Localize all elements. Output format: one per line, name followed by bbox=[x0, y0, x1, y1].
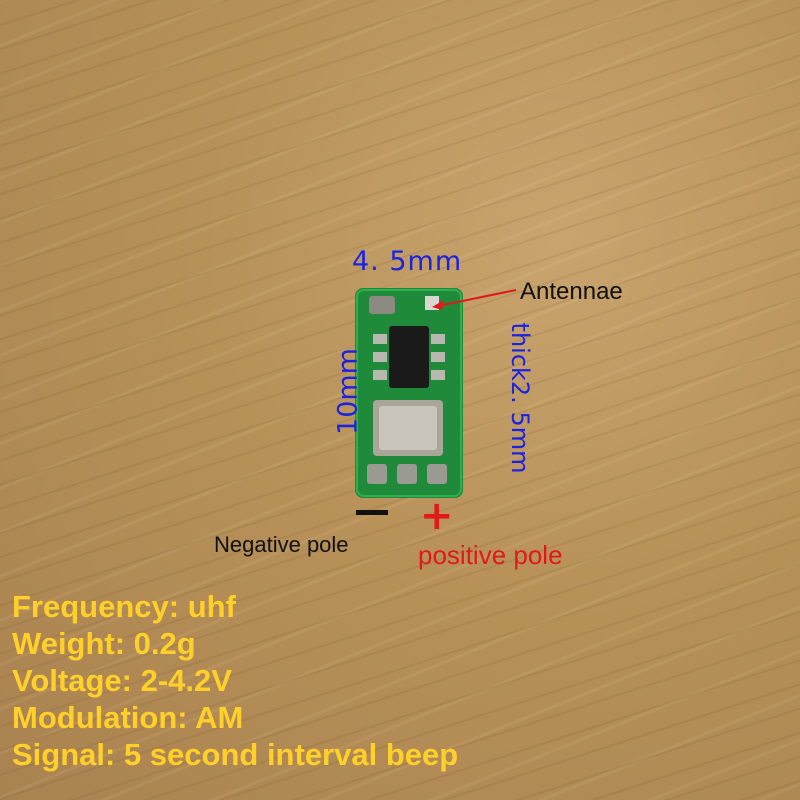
pcb-edge bbox=[356, 289, 462, 497]
thickness-dimension-label: thick2. 5mm bbox=[506, 322, 534, 474]
length-dimension-label: 10mm bbox=[332, 348, 364, 435]
spec-voltage: Voltage: 2-4.2V bbox=[12, 663, 232, 698]
ic-chip bbox=[389, 326, 429, 388]
chip-pins bbox=[373, 334, 445, 380]
negative-pole-label: Negative pole bbox=[214, 532, 349, 557]
antenna-label: Antennae bbox=[520, 278, 623, 305]
spec-signal: Signal: 5 second interval beep bbox=[12, 737, 459, 772]
small-component bbox=[369, 296, 395, 314]
negative-sign bbox=[356, 510, 388, 515]
transmitter-module bbox=[355, 288, 463, 498]
spec-weight: Weight: 0.2g bbox=[12, 626, 196, 661]
antenna-arrow bbox=[432, 289, 517, 310]
spec-modulation: Modulation: AM bbox=[12, 700, 244, 735]
spec-frequency: Frequency: uhf bbox=[12, 589, 236, 624]
positive-pole-label: positive pole bbox=[418, 540, 563, 570]
positive-sign: + bbox=[420, 493, 454, 539]
specifications-list: Frequency: uhf Weight: 0.2g Voltage: 2-4… bbox=[12, 588, 458, 773]
power-pads bbox=[367, 464, 447, 484]
width-dimension-label: 4. 5mm bbox=[352, 246, 463, 277]
